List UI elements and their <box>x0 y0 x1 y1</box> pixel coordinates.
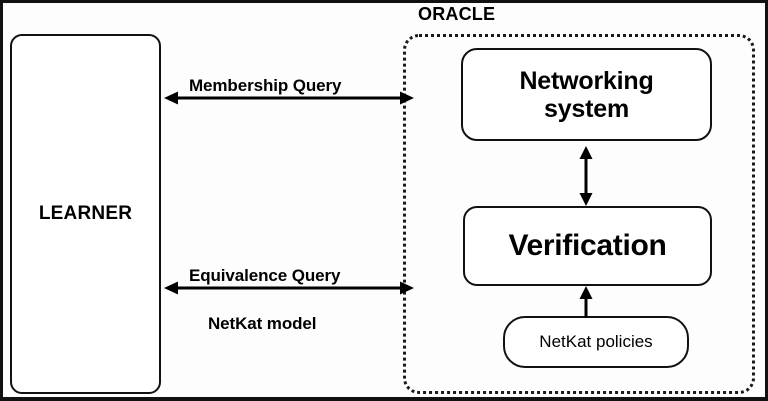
verification-node: Verification <box>463 206 712 286</box>
networking-system-label-line1: Networking <box>519 66 654 95</box>
learner-node: LEARNER <box>10 34 161 394</box>
oracle-container <box>403 34 755 394</box>
networking-verification-arrow <box>579 146 593 206</box>
membership-query-arrow <box>164 91 414 105</box>
equivalence-query-label: Equivalence Query <box>189 266 341 285</box>
netkat-model-label: NetKat model <box>208 314 317 333</box>
oracle-title-label: ORACLE <box>418 4 496 24</box>
equivalence-query-arrow <box>164 281 414 295</box>
learner-node-label: LEARNER <box>38 203 133 225</box>
networking-system-label: Networking system <box>519 67 653 123</box>
membership-query-label: Membership Query <box>189 76 342 95</box>
networking-system-node: Networking system <box>461 48 712 141</box>
netkat-policies-label: NetKat policies <box>539 332 653 352</box>
policies-verification-arrow <box>579 286 593 318</box>
verification-node-label: Verification <box>508 229 667 263</box>
netkat-policies-node: NetKat policies <box>503 316 689 368</box>
networking-system-label-line2: system <box>544 94 629 123</box>
